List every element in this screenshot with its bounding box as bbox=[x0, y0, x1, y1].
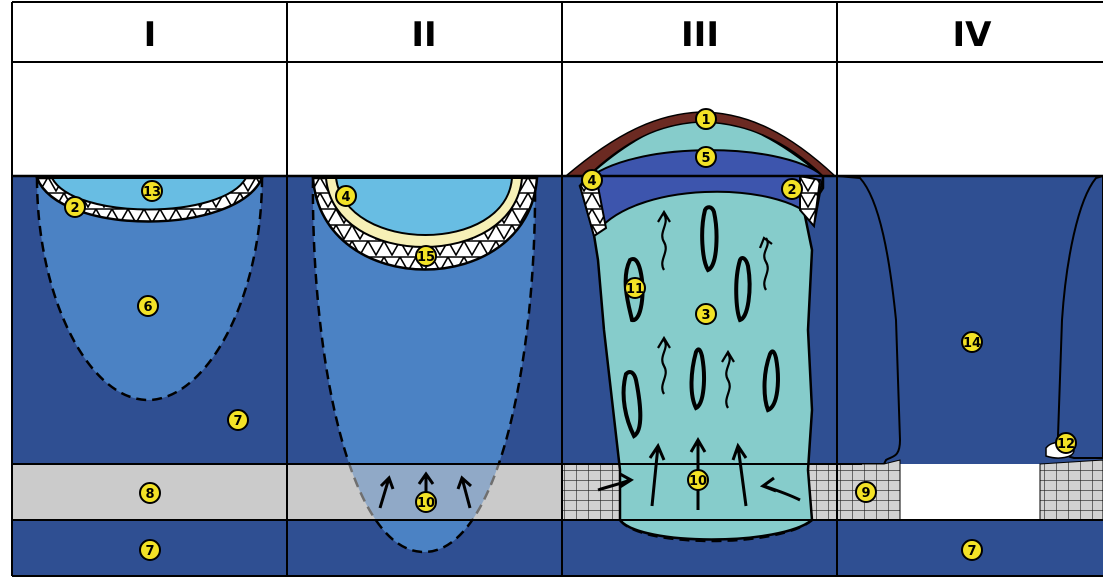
svg-text:2: 2 bbox=[787, 183, 796, 198]
svg-text:8: 8 bbox=[145, 487, 154, 502]
marker: 12 bbox=[1056, 433, 1076, 453]
marker: 13 bbox=[142, 181, 162, 201]
svg-text:1: 1 bbox=[701, 113, 710, 128]
svg-text:7: 7 bbox=[145, 544, 154, 559]
marker: 15 bbox=[416, 246, 436, 266]
svg-text:4: 4 bbox=[587, 174, 596, 189]
svg-text:15: 15 bbox=[417, 250, 435, 265]
header-III: III bbox=[681, 15, 719, 55]
svg-text:13: 13 bbox=[143, 185, 161, 200]
marker: 6 bbox=[138, 296, 158, 316]
marker: 4 bbox=[582, 170, 602, 190]
svg-text:3: 3 bbox=[701, 308, 710, 323]
svg-text:10: 10 bbox=[689, 474, 707, 489]
marker: 2 bbox=[782, 179, 802, 199]
marker: 5 bbox=[696, 147, 716, 167]
marker: 10 bbox=[688, 470, 708, 490]
svg-text:2: 2 bbox=[70, 201, 79, 216]
svg-text:12: 12 bbox=[1057, 437, 1075, 452]
marker: 7 bbox=[228, 410, 248, 430]
marker: 2 bbox=[65, 197, 85, 217]
marker: 3 bbox=[696, 304, 716, 324]
svg-text:7: 7 bbox=[233, 414, 242, 429]
marker: 14 bbox=[962, 332, 982, 352]
column-headers: I II III IV bbox=[144, 15, 992, 55]
header-IV: IV bbox=[953, 15, 993, 55]
svg-text:7: 7 bbox=[967, 544, 976, 559]
svg-text:4: 4 bbox=[341, 190, 350, 205]
marker: 10 bbox=[416, 492, 436, 512]
marker: 4 bbox=[336, 186, 356, 206]
marker: 7 bbox=[962, 540, 982, 560]
marker: 1 bbox=[696, 109, 716, 129]
svg-text:6: 6 bbox=[143, 300, 152, 315]
marker: 8 bbox=[140, 483, 160, 503]
svg-text:9: 9 bbox=[861, 486, 870, 501]
marker: 11 bbox=[625, 278, 645, 298]
marker: 7 bbox=[140, 540, 160, 560]
svg-text:11: 11 bbox=[626, 282, 644, 297]
header-II: II bbox=[411, 15, 436, 55]
svg-text:5: 5 bbox=[701, 151, 710, 166]
header-I: I bbox=[144, 15, 157, 55]
marker: 9 bbox=[856, 482, 876, 502]
svg-text:10: 10 bbox=[417, 496, 435, 511]
svg-text:14: 14 bbox=[963, 336, 981, 351]
